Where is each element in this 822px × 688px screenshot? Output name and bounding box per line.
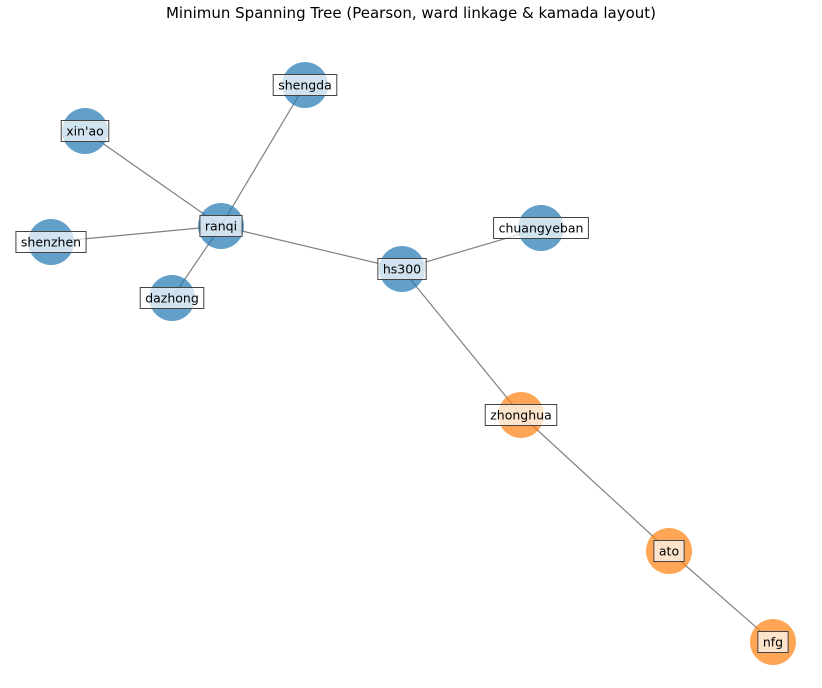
node-label-box	[757, 631, 789, 653]
node-label-text: ranqi	[205, 219, 237, 234]
node-label-text: nfg	[763, 635, 783, 650]
node-label-xinao: xin'ao	[60, 120, 110, 142]
edge-hs300-zhonghua	[401, 268, 522, 416]
node-label-shengda: shengda	[272, 74, 338, 96]
node-label-zhonghua: zhonghua	[484, 404, 558, 426]
node-label-box	[272, 74, 338, 96]
edge-ato-nfg	[668, 550, 774, 643]
edge-zhonghua-ato	[520, 414, 670, 552]
node-label-ranqi: ranqi	[199, 215, 243, 237]
node-label-box	[484, 404, 558, 426]
node-label-box	[139, 287, 205, 309]
node-label-nfg: nfg	[757, 631, 789, 653]
node-label-box	[199, 215, 243, 237]
node-label-box	[60, 120, 110, 142]
node-label-dazhong: dazhong	[139, 287, 205, 309]
node-label-text: ato	[659, 544, 679, 559]
nodes-layer	[28, 62, 796, 665]
labels-layer: shengda xin'ao ranqi shenzhen dazhong hs300 ch…	[15, 74, 789, 653]
node-label-text: zhonghua	[490, 408, 552, 423]
node-label-text: hs300	[383, 262, 421, 277]
node-label-ato: ato	[653, 540, 685, 562]
node-label-box	[15, 231, 87, 253]
edge-ranqi-shengda	[220, 84, 306, 227]
node-label-box	[493, 217, 589, 239]
edge-ranqi-hs300	[220, 225, 403, 270]
diagram-title: Minimun Spanning Tree (Pearson, ward lin…	[165, 4, 657, 22]
node-label-shenzhen: shenzhen	[15, 231, 87, 253]
node-label-text: shenzhen	[21, 235, 81, 250]
node-label-chuangyeban: chuangyeban	[493, 217, 589, 239]
node-label-hs300: hs300	[377, 258, 427, 280]
node-label-box	[377, 258, 427, 280]
node-label-box	[653, 540, 685, 562]
node-label-text: dazhong	[145, 291, 199, 306]
node-label-text: shengda	[278, 78, 332, 93]
node-label-text: xin'ao	[66, 124, 104, 139]
edge-ranqi-xinao	[84, 130, 222, 227]
node-label-text: chuangyeban	[499, 221, 584, 236]
